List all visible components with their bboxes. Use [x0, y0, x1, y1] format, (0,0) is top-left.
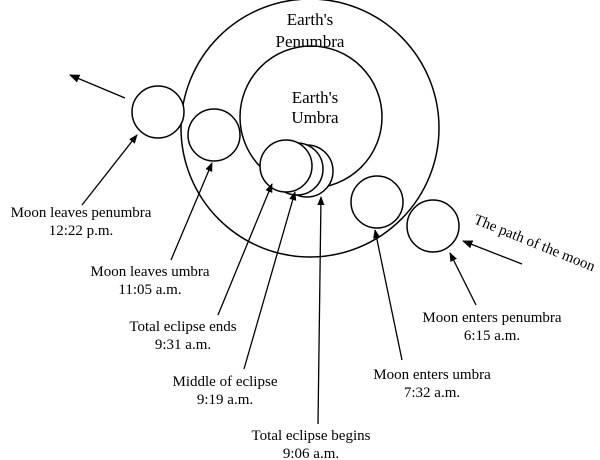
path-of-moon-label: The path of the moon: [472, 212, 598, 275]
pointer-total-begins: [317, 196, 325, 425]
moon-leaves-penumbra: [131, 85, 185, 139]
label-leaves-penumbra-time: 12:22 p.m.: [49, 223, 114, 239]
moon-total-ends: [259, 139, 313, 193]
pointer-leaves-umbra: [170, 162, 213, 261]
label-middle-time: 9:19 a.m.: [197, 392, 253, 408]
label-enters-umbra-title: Moon enters umbra: [373, 367, 491, 383]
umbra-label-line2: Umbra: [291, 108, 339, 127]
moon-leaves-umbra: [187, 108, 241, 162]
label-total-begins-title: Total eclipse begins: [252, 428, 371, 444]
label-total-begins-time: 9:06 a.m.: [283, 446, 339, 460]
path-entry-arrow: [462, 240, 523, 265]
umbra-label-line1: Earth's: [292, 88, 339, 107]
label-enters-umbra-time: 7:32 a.m.: [404, 385, 460, 401]
label-leaves-umbra-title: Moon leaves umbra: [90, 264, 209, 280]
pointer-enters-umbra: [373, 229, 403, 361]
label-enters-penumbra-title: Moon enters penumbra: [422, 310, 561, 326]
penumbra-label-line1: Earth's: [287, 10, 334, 29]
label-total-ends-time: 9:31 a.m.: [155, 337, 211, 353]
penumbra-circle: [180, 0, 440, 258]
pointer-leaves-penumbra: [81, 134, 138, 206]
label-leaves-penumbra-title: Moon leaves penumbra: [11, 205, 152, 221]
pointer-enters-penumbra: [449, 252, 477, 306]
pointer-total-ends: [217, 183, 273, 316]
pointer-middle: [243, 191, 297, 370]
penumbra-label-line2: Penumbra: [276, 32, 345, 51]
moon-enters-umbra: [350, 175, 404, 229]
label-total-ends-title: Total eclipse ends: [129, 319, 236, 335]
moon-enters-penumbra: [406, 199, 460, 253]
label-middle-title: Middle of eclipse: [173, 374, 278, 390]
label-enters-penumbra-time: 6:15 a.m.: [464, 328, 520, 344]
label-leaves-umbra-time: 11:05 a.m.: [118, 282, 181, 298]
path-exit-arrow: [69, 74, 126, 99]
